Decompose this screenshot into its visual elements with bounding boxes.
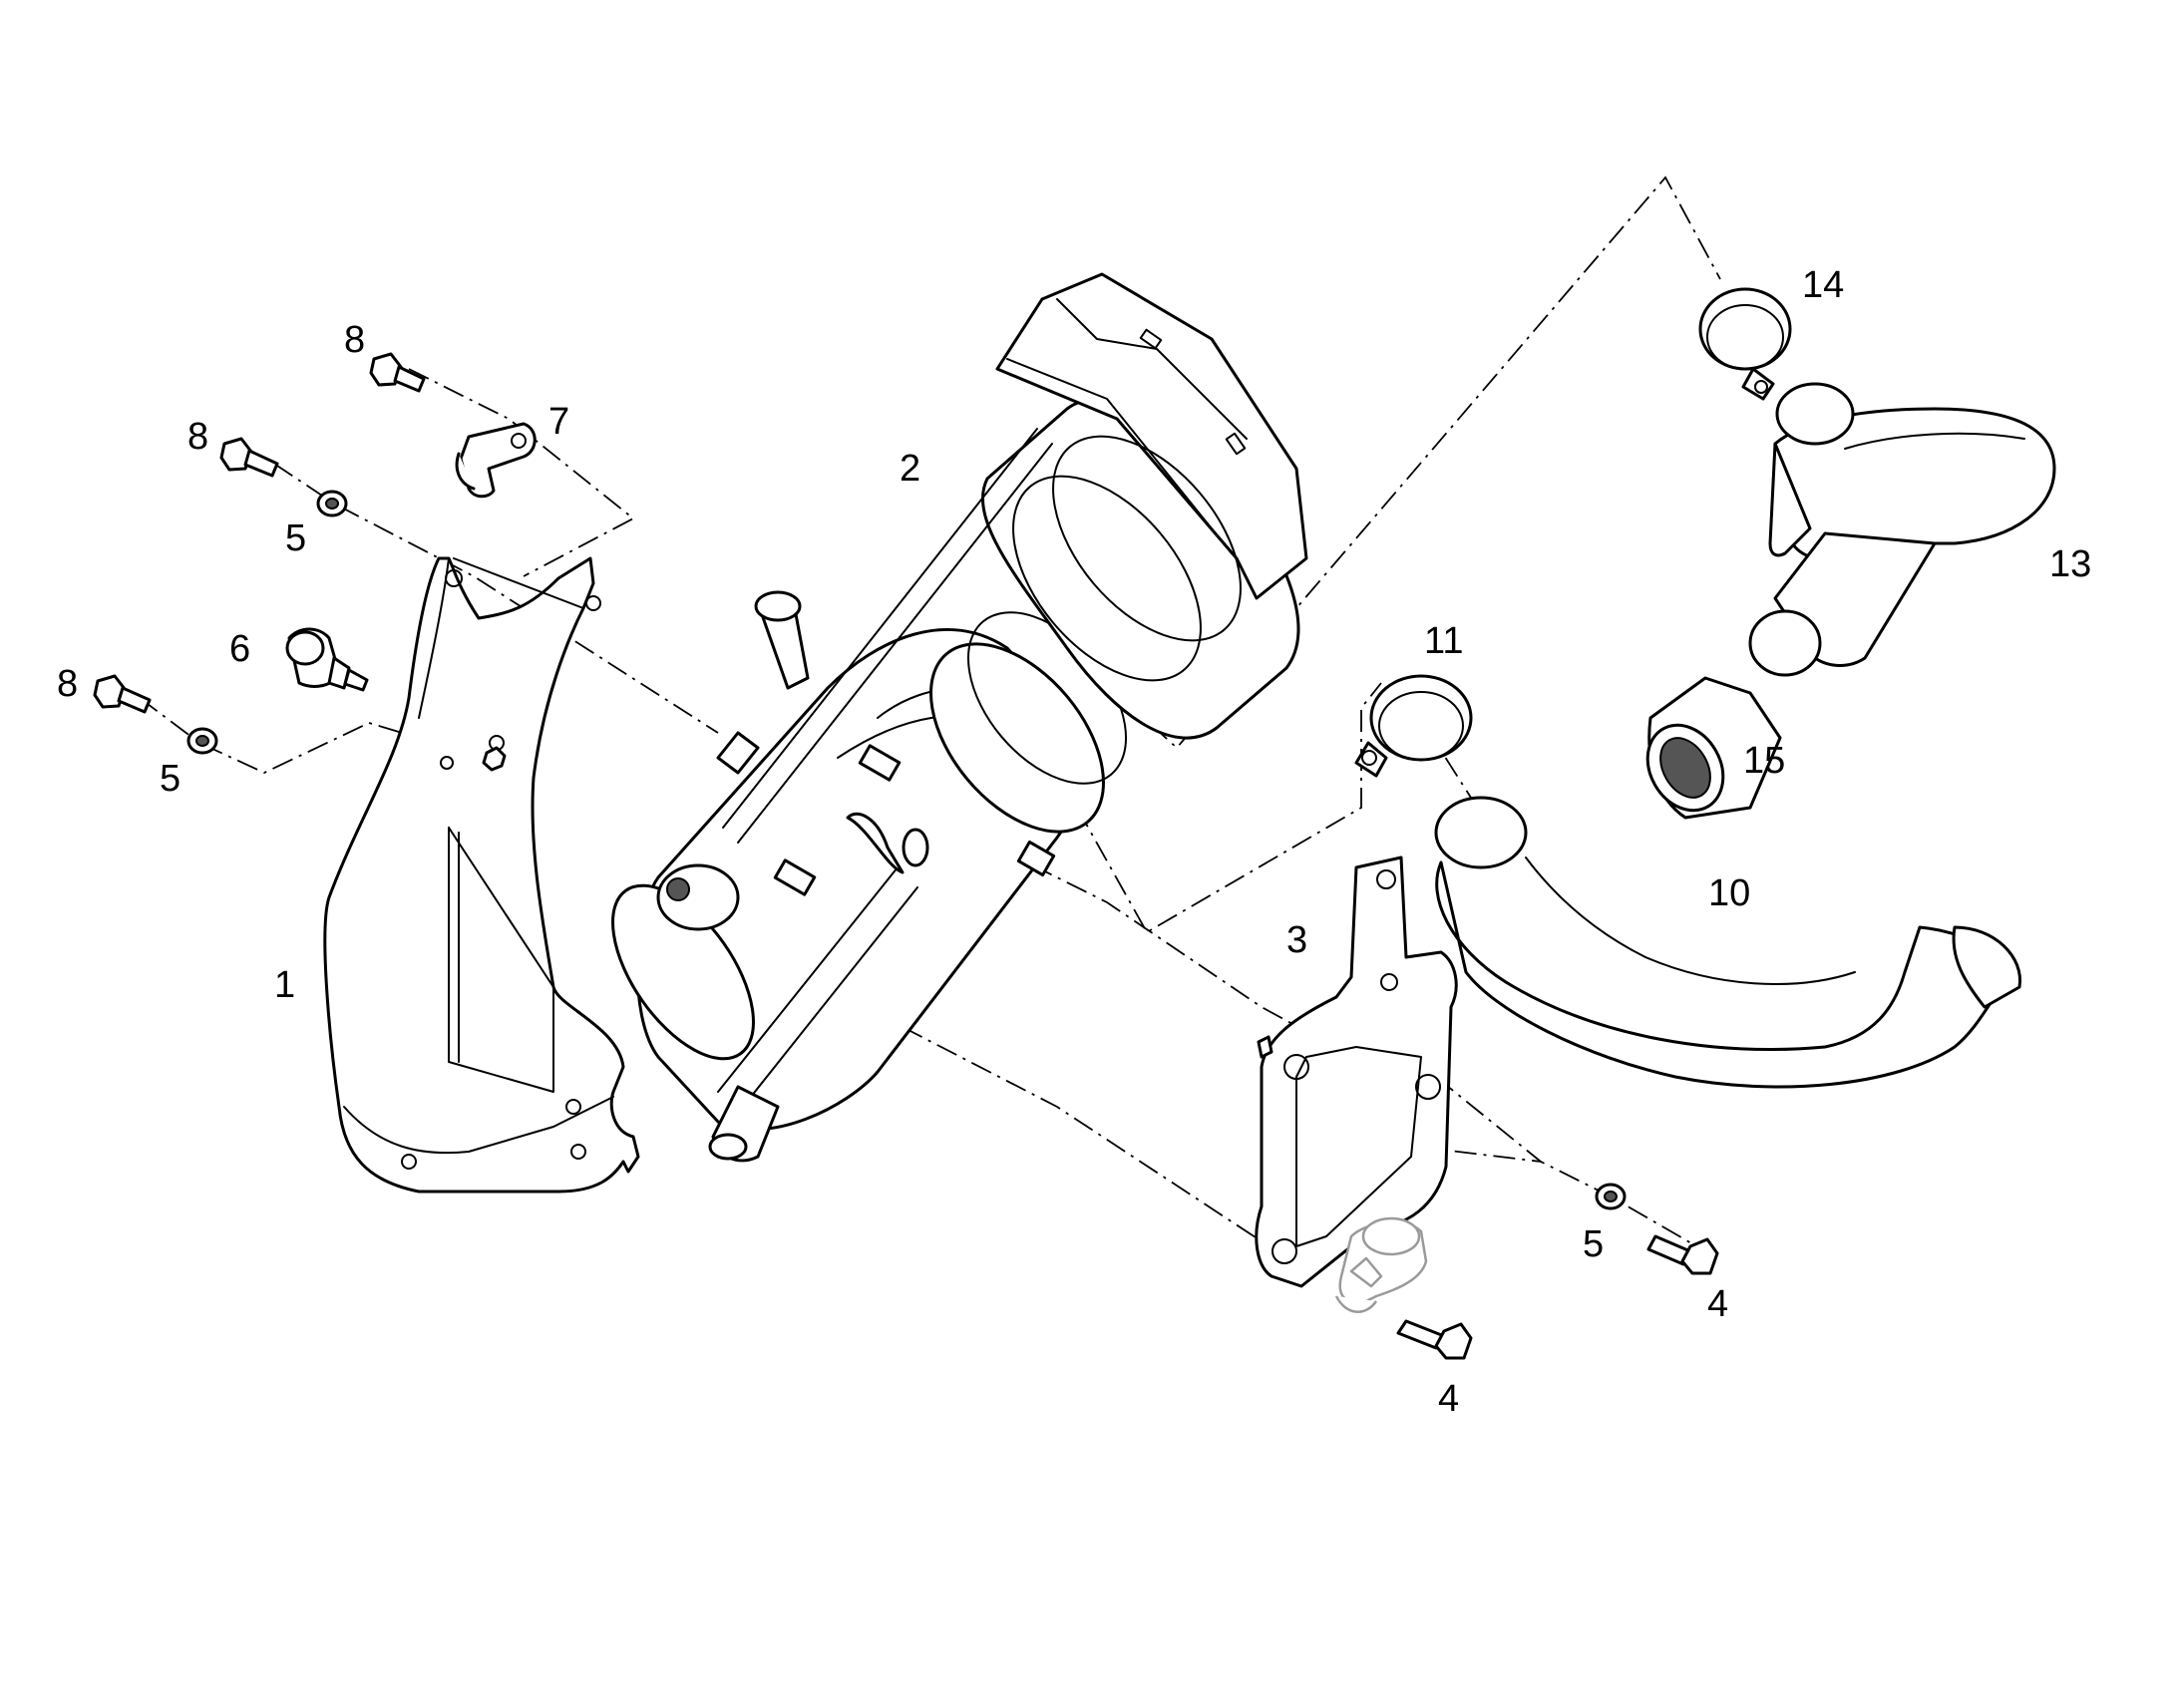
callout-1: 1 [274, 964, 295, 1006]
callout-15: 15 [1743, 740, 1785, 782]
leader-heater-lower-to-bracket-3 [902, 1026, 1263, 1242]
callout-8-mid: 8 [187, 416, 208, 458]
heater-part-2 [611, 272, 1308, 1163]
callout-3: 3 [1286, 919, 1307, 961]
leader-bolt-8-lower-to-bracket [139, 697, 420, 774]
callout-5-top: 5 [285, 517, 306, 559]
clip-part-7 [455, 422, 537, 499]
grommet-ghost [1334, 1216, 1428, 1313]
bolt-part-4-lower [1396, 1319, 1473, 1360]
washer-part-5-left [186, 727, 218, 755]
sleeve-part-15 [1645, 676, 1782, 820]
screw-part-8-left [93, 674, 152, 714]
leader-bolt-4-right [1435, 1076, 1706, 1252]
leader-hose-13-to-heater [1121, 175, 1721, 750]
bolt-part-4-right [1646, 1234, 1719, 1275]
callout-labels: 1 2 3 4 4 5 5 5 6 7 8 8 8 10 11 13 14 15 [57, 264, 2091, 1420]
callout-10: 10 [1708, 872, 1750, 914]
spacer-part-6 [285, 627, 369, 692]
leader-hose-10-to-heater [1076, 682, 1382, 934]
callout-7: 7 [548, 401, 569, 443]
hose-part-10 [1434, 796, 2022, 1089]
callout-11: 11 [1424, 620, 1463, 662]
callout-6: 6 [229, 628, 250, 670]
washer-part-5-top [316, 490, 348, 517]
callout-5-right: 5 [1583, 1223, 1604, 1265]
washer-part-5-right [1595, 1183, 1627, 1210]
mount-plate-part-3 [1255, 855, 1458, 1288]
callout-13: 13 [2049, 543, 2091, 585]
clamp-part-14 [1698, 287, 1792, 401]
screw-part-8-mid [219, 437, 279, 478]
leader-bolt-8-top-to-bracket [408, 368, 635, 577]
screw-part-8-top [369, 352, 426, 393]
callout-8-left: 8 [57, 663, 78, 705]
callout-4-lower: 4 [1438, 1378, 1459, 1420]
leader-heater-to-bracket-3 [996, 847, 1317, 1038]
hose-part-13 [1748, 382, 2056, 677]
bracket-part-1 [323, 556, 640, 1194]
callout-4-right: 4 [1707, 1283, 1728, 1325]
callout-5-left: 5 [160, 758, 181, 800]
callout-14: 14 [1802, 264, 1844, 306]
clamp-part-11 [1354, 674, 1473, 778]
callout-8-top: 8 [344, 319, 365, 361]
callout-2: 2 [900, 448, 920, 490]
